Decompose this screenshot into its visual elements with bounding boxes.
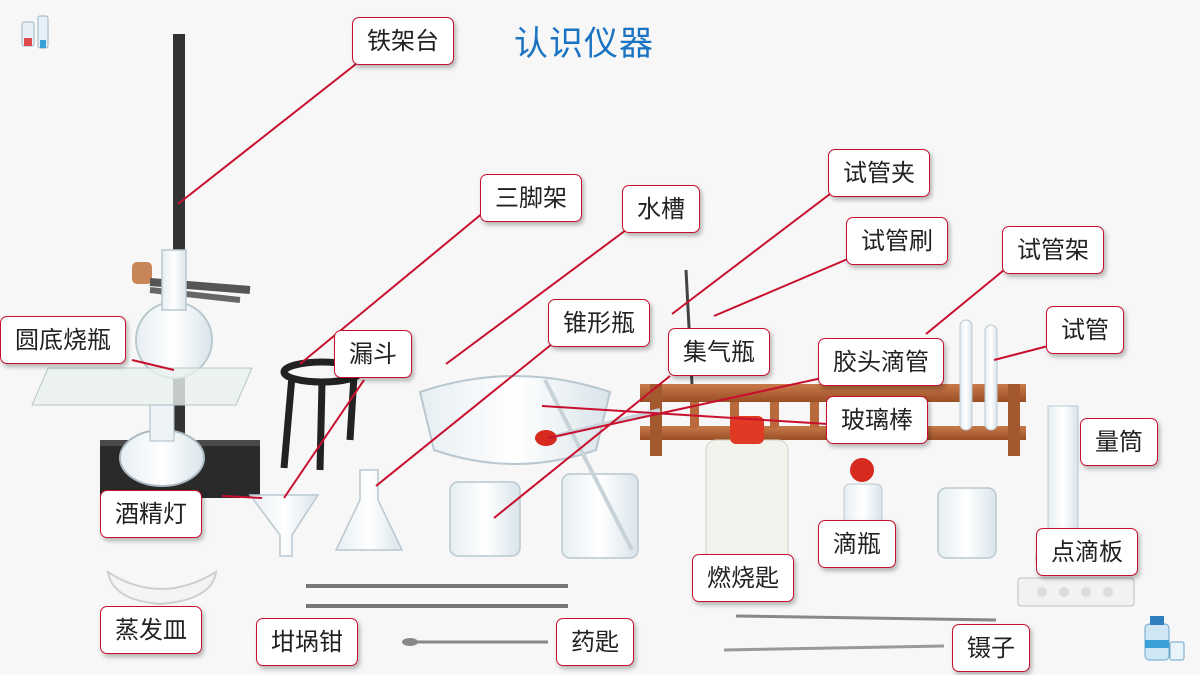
label-alcohol-lamp: 酒精灯 <box>100 490 202 538</box>
glass-rod-illustration <box>543 379 634 551</box>
label-test-tube-rack: 试管架 <box>1002 226 1104 274</box>
water-trough-illustration <box>418 375 612 465</box>
label-medicine-spoon: 药匙 <box>556 618 634 666</box>
medicine-spoon-illustration <box>402 638 548 646</box>
tripod-illustration <box>280 358 364 471</box>
conical-flask-illustration <box>334 469 404 551</box>
spot-plate-illustration <box>1017 577 1135 607</box>
funnel-illustration <box>248 494 320 557</box>
lab-flask-icon <box>21 15 49 49</box>
plastic-bottle-illustration <box>705 416 789 589</box>
crucible-tongs-illustration <box>306 584 568 608</box>
label-spot-plate: 点滴板 <box>1036 528 1138 576</box>
iron-stand-illustration <box>31 34 260 498</box>
label-crucible-tongs: 坩埚钳 <box>256 618 358 666</box>
label-round-flask: 圆底烧瓶 <box>0 316 126 364</box>
label-dropper: 胶头滴管 <box>818 338 944 386</box>
label-iron-stand: 铁架台 <box>352 17 454 65</box>
page-title: 认识仪器 <box>514 24 654 64</box>
label-conical-flask: 锥形瓶 <box>548 299 650 347</box>
label-tripod: 三脚架 <box>480 174 582 222</box>
label-combustion-spoon: 燃烧匙 <box>692 554 794 602</box>
label-water-trough: 水槽 <box>622 185 700 233</box>
label-gas-bottle: 集气瓶 <box>668 328 770 376</box>
label-tweezers: 镊子 <box>952 624 1030 672</box>
label-evaporating-dish: 蒸发皿 <box>100 606 202 654</box>
water-bottle-icon <box>1144 616 1185 661</box>
tweezers-illustration <box>723 644 945 652</box>
label-test-tube-brush: 试管刷 <box>846 217 948 265</box>
combustion-spoon-illustration <box>735 614 997 622</box>
gas-bottle-illustration <box>449 473 639 559</box>
label-funnel: 漏斗 <box>334 330 412 378</box>
label-dropper-bottle: 滴瓶 <box>818 520 896 568</box>
label-test-tube: 试管 <box>1046 306 1124 354</box>
label-test-tube-clamp: 试管夹 <box>828 149 930 197</box>
leader-lines <box>131 63 1049 519</box>
evaporating-dish-illustration <box>106 569 218 606</box>
label-glass-rod: 玻璃棒 <box>826 396 928 444</box>
label-graduated-cylinder: 量筒 <box>1080 418 1158 466</box>
wide-mouth-bottle-illustration <box>937 487 997 559</box>
